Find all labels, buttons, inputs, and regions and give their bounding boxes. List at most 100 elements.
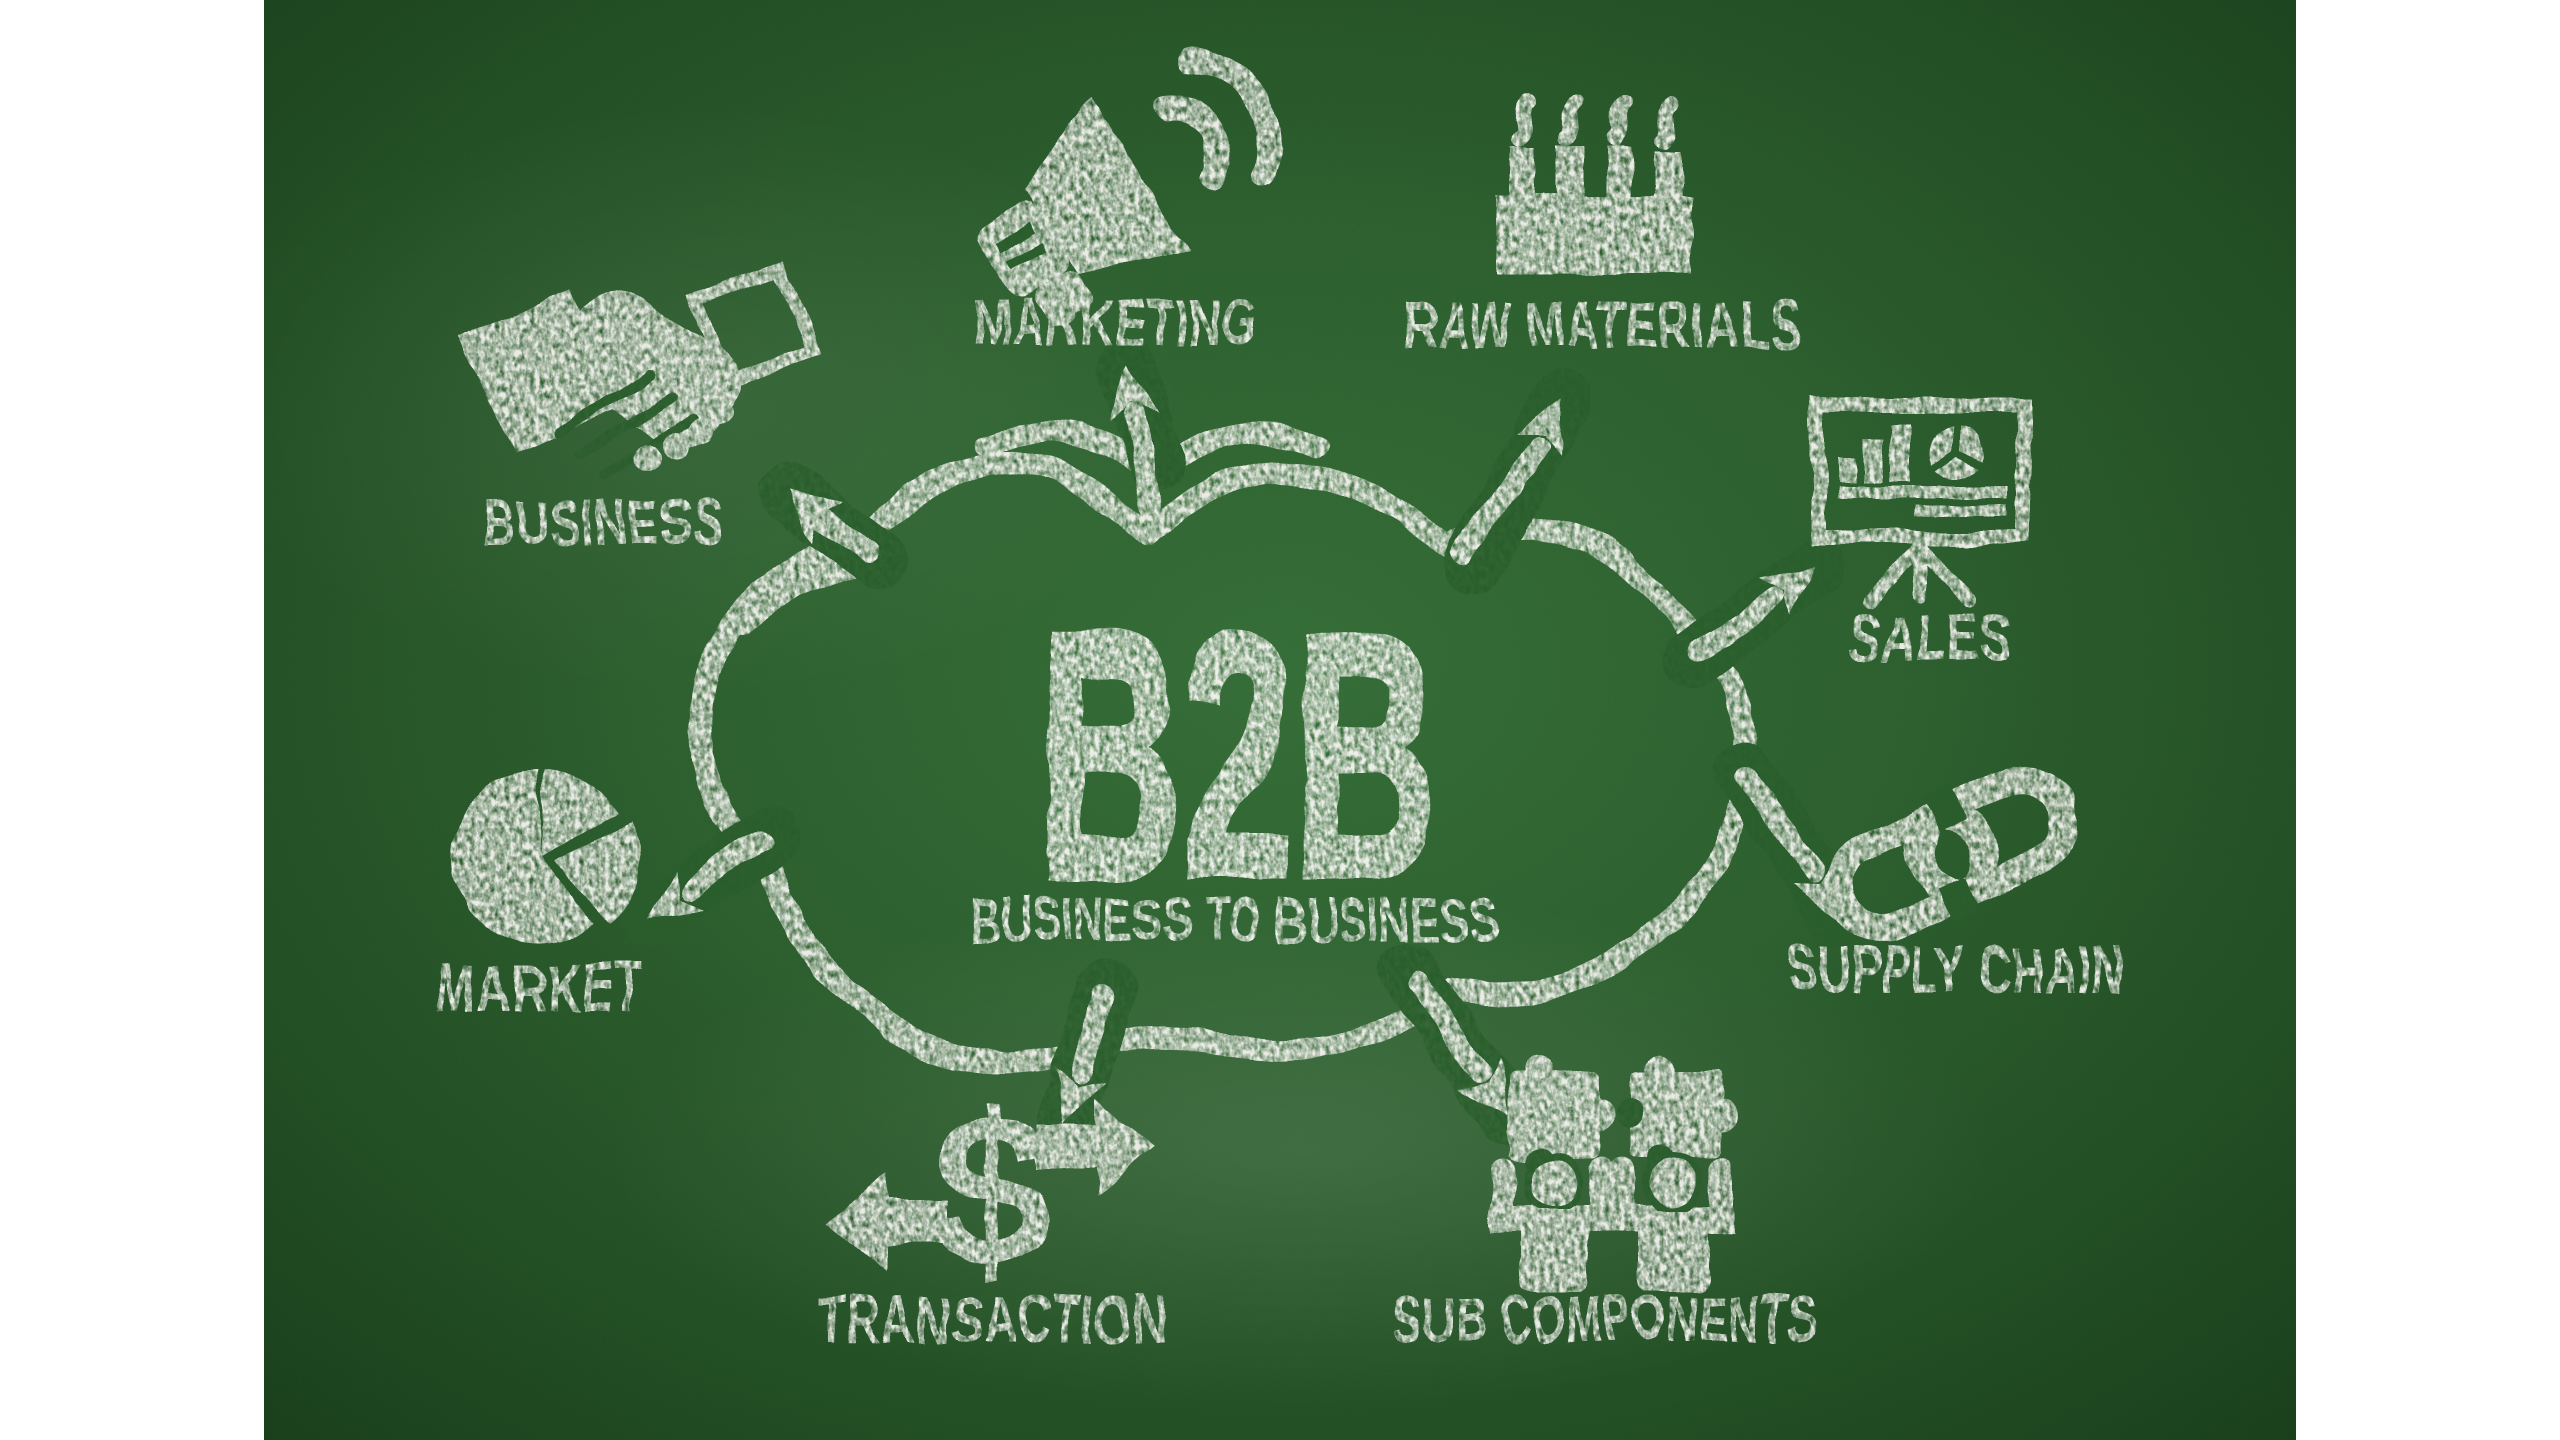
megaphone-cone [1023, 96, 1191, 275]
piece-knob [1585, 1101, 1615, 1131]
factory-chimney [1606, 146, 1632, 204]
dollar-exchange-icon: $ [828, 1069, 1154, 1310]
pie-slice-right [552, 824, 640, 925]
puzzle-piece [1616, 1055, 1737, 1172]
chain-link [1905, 764, 2080, 907]
link-gap [1921, 784, 1965, 833]
label-sales: SALES [1848, 600, 2013, 674]
finger-line [575, 393, 677, 460]
person-figure [1611, 1152, 1735, 1292]
chalkboard [200, 0, 2296, 1440]
bar [1890, 424, 1910, 483]
arrow-head [1759, 566, 1816, 618]
megaphone-icon [977, 49, 1282, 325]
smoke [1560, 94, 1584, 146]
arrow-business [759, 463, 909, 589]
piece-body [1508, 1072, 1600, 1160]
arrow-head [648, 869, 706, 920]
head [1649, 1159, 1697, 1207]
smoke [1608, 94, 1632, 146]
dollar-sign: $ [932, 1069, 1052, 1310]
cloud-detail-arc [976, 421, 1154, 477]
letterbox-left [0, 0, 264, 1440]
left-block-arrow [828, 1174, 950, 1270]
piece-knob [1707, 1099, 1737, 1129]
torso [1519, 1210, 1587, 1292]
knuckle [663, 434, 689, 460]
factory-icon [1496, 94, 1692, 274]
piece-knob [1523, 1057, 1553, 1087]
arrow-shaft [1735, 764, 1824, 885]
finger-line [555, 370, 655, 435]
mini-pie-dividers [1931, 426, 1983, 471]
chalk-layer: B2B BUSINESS TO BUSINESS [438, 49, 2123, 1356]
person-figure [1491, 1152, 1615, 1292]
text-line [1838, 487, 2006, 498]
arrow-head [1457, 1059, 1508, 1116]
pie-slice-top [540, 768, 618, 856]
arrow-shaft [1409, 971, 1490, 1085]
chain-link-icon [1825, 764, 2080, 944]
factory-chimney [1510, 146, 1536, 204]
arrow-sub-components [1379, 943, 1537, 1145]
arrow-shaft [1069, 984, 1113, 1086]
arrow-head [1515, 400, 1562, 458]
arrow-head [1110, 366, 1161, 422]
smoke [1512, 94, 1536, 146]
link-gap [1939, 875, 1984, 923]
label-market: MARKET [438, 951, 643, 1027]
arrow-head [1790, 862, 1836, 920]
bar [1864, 438, 1883, 483]
arrow-supply-chain [1713, 743, 1865, 949]
arrow-market [619, 806, 801, 949]
puzzle-people-icon [1491, 1055, 1737, 1292]
head [1529, 1159, 1577, 1207]
arrow-sales [1663, 537, 1845, 689]
megaphone-handle [1035, 271, 1092, 325]
bar [1838, 456, 1856, 483]
right-block-arrow [1034, 1098, 1154, 1194]
knuckle [708, 401, 734, 427]
label-business: BUSINESS [482, 485, 722, 559]
arrow-shaft [1125, 403, 1163, 519]
piece-knob [1645, 1055, 1675, 1085]
arrow-head [1055, 1067, 1105, 1124]
factory-chimney [1558, 146, 1584, 204]
presentation-chart-icon [1810, 397, 2030, 608]
pie-chart-icon [451, 768, 640, 944]
factory-chimney [1654, 152, 1680, 204]
sound-wave [1179, 49, 1282, 185]
cloud-outline [689, 452, 1757, 1074]
cloud-title: B2B [1038, 560, 1438, 951]
label-sub-components: SUB COMPONENTS [1393, 1282, 1818, 1356]
arrow-raw-materials [1443, 371, 1591, 597]
handshake-icon [458, 259, 821, 483]
piece-body [1630, 1070, 1722, 1158]
chain-link [1825, 801, 2000, 944]
megaphone-slot [995, 222, 1035, 254]
megaphone-back [977, 202, 1069, 298]
letterbox-right [2296, 0, 2560, 1440]
cloud-subtitle: BUSINESS TO BUSINESS [969, 886, 1497, 955]
knuckle [688, 419, 714, 445]
label-supply-chain: SUPPLY CHAIN [1788, 932, 2123, 1006]
text-line [1916, 504, 2006, 515]
pie-slice-left [451, 768, 594, 944]
cloud-detail-arc [1160, 420, 1330, 474]
piece-notch [1616, 1100, 1644, 1128]
arrow-shaft [813, 508, 879, 563]
arrow-shaft [1451, 435, 1549, 567]
smoke [1656, 96, 1680, 150]
torso [1639, 1210, 1707, 1292]
megaphone-slot [1007, 240, 1047, 272]
easel-legs [1861, 530, 1979, 608]
label-raw-materials: RAW MATERIALS [1402, 287, 1802, 361]
knuckle [635, 445, 661, 471]
label-transaction: TRANSACTION [817, 1282, 1167, 1356]
arrow-transaction [1035, 956, 1137, 1153]
arrow-marketing [1097, 337, 1187, 519]
arrow-shaft [680, 829, 773, 902]
arrow-shaft [1689, 585, 1787, 661]
label-marketing: MARKETING [973, 285, 1258, 359]
